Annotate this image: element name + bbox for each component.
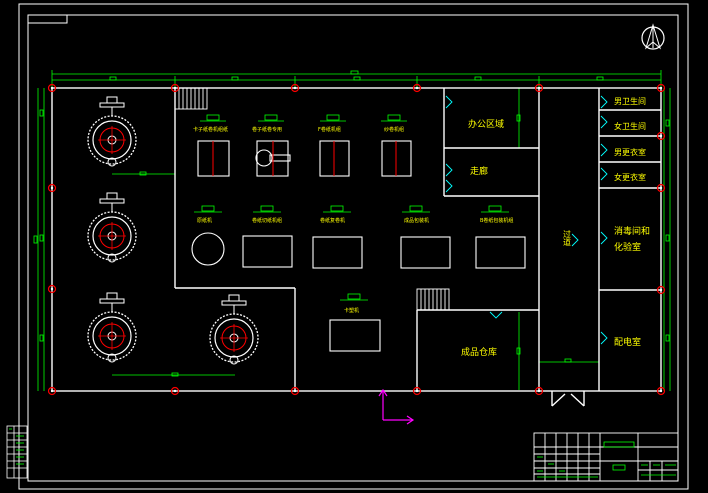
column-marker: [534, 386, 544, 396]
equip-label-3: F卷纸机组: [318, 126, 341, 133]
equipment-row-1-tags: [200, 114, 407, 122]
equip-label-9: B卷纸包装机组: [480, 217, 513, 224]
equipment-row-1-axes: [212, 141, 397, 176]
left-title-strip-fill: [9, 428, 24, 465]
room-disinfect-line1: 消毒间和: [614, 225, 650, 237]
door-swings: [445, 95, 608, 345]
drawing-number-tab: [27, 14, 68, 24]
title-block-fill: [537, 441, 676, 478]
column-core: [659, 86, 663, 90]
column-core: [173, 389, 177, 393]
column-core: [50, 287, 54, 291]
column-marker: [290, 83, 300, 93]
equip-label-2: 卷子纸卷专用: [252, 126, 282, 133]
roller-unit: [209, 294, 259, 365]
ucs-axis-icon: [378, 388, 415, 425]
left-title-strip: [6, 425, 28, 479]
dimension-lines: [33, 70, 671, 391]
equip-label-1: 卡子纸卷机组纸: [193, 126, 228, 133]
roller-unit: [87, 192, 137, 263]
column-core: [415, 389, 419, 393]
room-mens-toilet: 男卫生间: [614, 96, 646, 106]
column-core: [50, 186, 54, 190]
sheet-outer-border: [18, 3, 689, 490]
column-marker: [47, 284, 57, 294]
roller-machines: [87, 96, 259, 365]
column-core: [293, 389, 297, 393]
column-core: [537, 86, 541, 90]
column-core: [173, 86, 177, 90]
stairs-bottom: [416, 288, 450, 311]
column-marker: [412, 83, 422, 93]
column-marker: [656, 285, 666, 295]
column-core: [293, 86, 297, 90]
north-arrow-icon: [641, 23, 665, 50]
building-walls: [51, 87, 662, 407]
column-core: [50, 86, 54, 90]
equip-label-7: 卷纸复卷机: [320, 217, 345, 224]
column-marker: [170, 83, 180, 93]
column-core: [537, 389, 541, 393]
equip-label-8: 成品包装机: [404, 217, 429, 224]
room-womens-toilet: 女卫生间: [614, 121, 646, 131]
column-core: [415, 86, 419, 90]
room-aisle: 过道: [563, 229, 572, 247]
equip-label-10: 卡塑机: [344, 307, 359, 314]
column-marker: [47, 83, 57, 93]
column-marker: [656, 83, 666, 93]
room-finished-storage: 成品仓库: [461, 346, 497, 358]
column-core: [659, 389, 663, 393]
roller-unit: [87, 96, 137, 167]
equipment-row-1: [197, 140, 412, 177]
room-disinfect-line2: 化验室: [614, 241, 641, 253]
equipment-row-2-tags: [194, 205, 509, 301]
column-marker: [412, 386, 422, 396]
column-marker: [47, 183, 57, 193]
column-core: [659, 186, 663, 190]
column-marker: [656, 131, 666, 141]
structural-columns: [47, 83, 666, 396]
equip-label-6: 卷纸切纸机组: [252, 217, 282, 224]
equip-label-5: 原纸机: [197, 217, 212, 224]
column-marker: [47, 386, 57, 396]
roller-unit: [87, 292, 137, 363]
room-power: 配电室: [614, 336, 641, 348]
room-mens-locker: 男更衣室: [614, 147, 646, 157]
room-womens-locker: 女更衣室: [614, 172, 646, 182]
column-marker: [534, 83, 544, 93]
column-marker: [170, 386, 180, 396]
sheet-inner-border: [27, 14, 679, 482]
room-office-area: 办公区域: [468, 118, 504, 130]
title-block: [533, 432, 679, 482]
equipment-row-2: [191, 232, 526, 352]
column-core: [50, 389, 54, 393]
column-core: [659, 134, 663, 138]
column-marker: [656, 386, 666, 396]
column-marker: [290, 386, 300, 396]
column-marker: [656, 183, 666, 193]
stairs-top: [174, 87, 208, 110]
column-core: [659, 288, 663, 292]
equip-label-4: 纱卷机组: [384, 126, 404, 133]
room-corridor: 走廊: [470, 165, 488, 177]
